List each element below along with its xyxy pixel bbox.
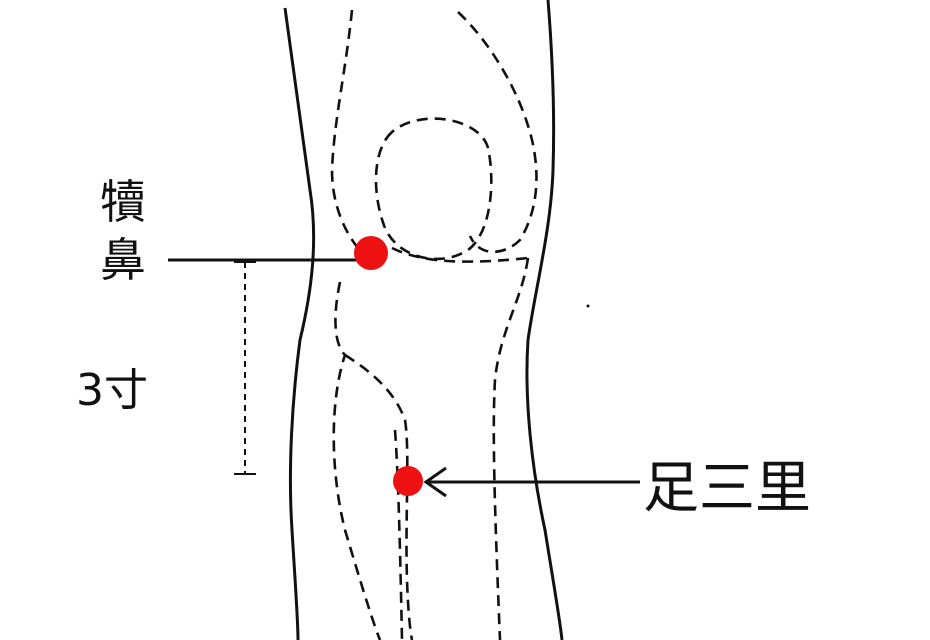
measurement-marker	[234, 261, 256, 475]
zusanli-arrow	[423, 466, 640, 498]
dubi-point	[354, 236, 388, 270]
tibia-outline-left	[332, 281, 382, 640]
label-zusanli: 足三里	[643, 456, 811, 521]
zusanli-point	[393, 466, 423, 496]
patella-outline	[374, 117, 493, 261]
leg-outline-right	[525, 0, 564, 640]
label-dubi-bottom: 鼻	[100, 233, 146, 287]
fibula-inner-line	[393, 429, 404, 640]
femur-outline-left	[330, 9, 360, 249]
tibia-outline-right	[492, 257, 530, 640]
tibia-plateau	[391, 246, 529, 263]
speck-dot	[586, 304, 590, 308]
label-dubi-top: 犢	[100, 175, 146, 229]
leg-outline-left	[283, 7, 316, 640]
femur-outline-right	[457, 11, 538, 254]
label-distance: 3寸	[76, 365, 148, 416]
